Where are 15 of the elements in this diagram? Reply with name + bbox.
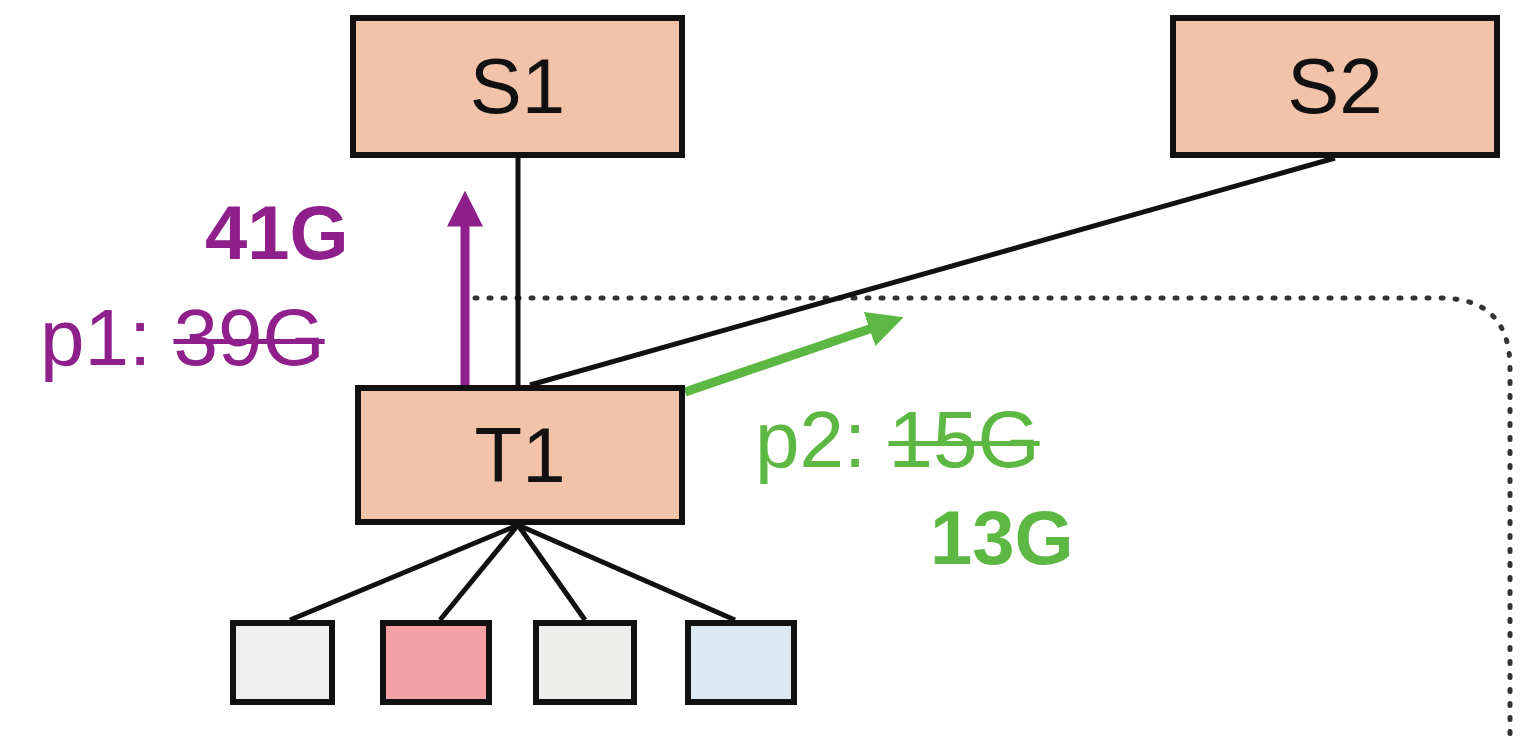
- edge-label: 13G: [930, 500, 1074, 576]
- empty-box: [685, 620, 797, 705]
- box-label: S2: [1287, 41, 1383, 132]
- arrow: [447, 190, 483, 385]
- process-box: [355, 385, 685, 525]
- arrow: [683, 311, 904, 397]
- empty-box: [533, 620, 637, 705]
- box-label: T1: [474, 409, 566, 501]
- edge-label: 41G: [205, 195, 349, 271]
- empty-box: [380, 620, 492, 705]
- process-box: [350, 15, 685, 158]
- connector-line: [515, 158, 521, 385]
- empty-box: [230, 620, 335, 705]
- box-label: S1: [469, 41, 566, 132]
- process-box: [1170, 15, 1500, 158]
